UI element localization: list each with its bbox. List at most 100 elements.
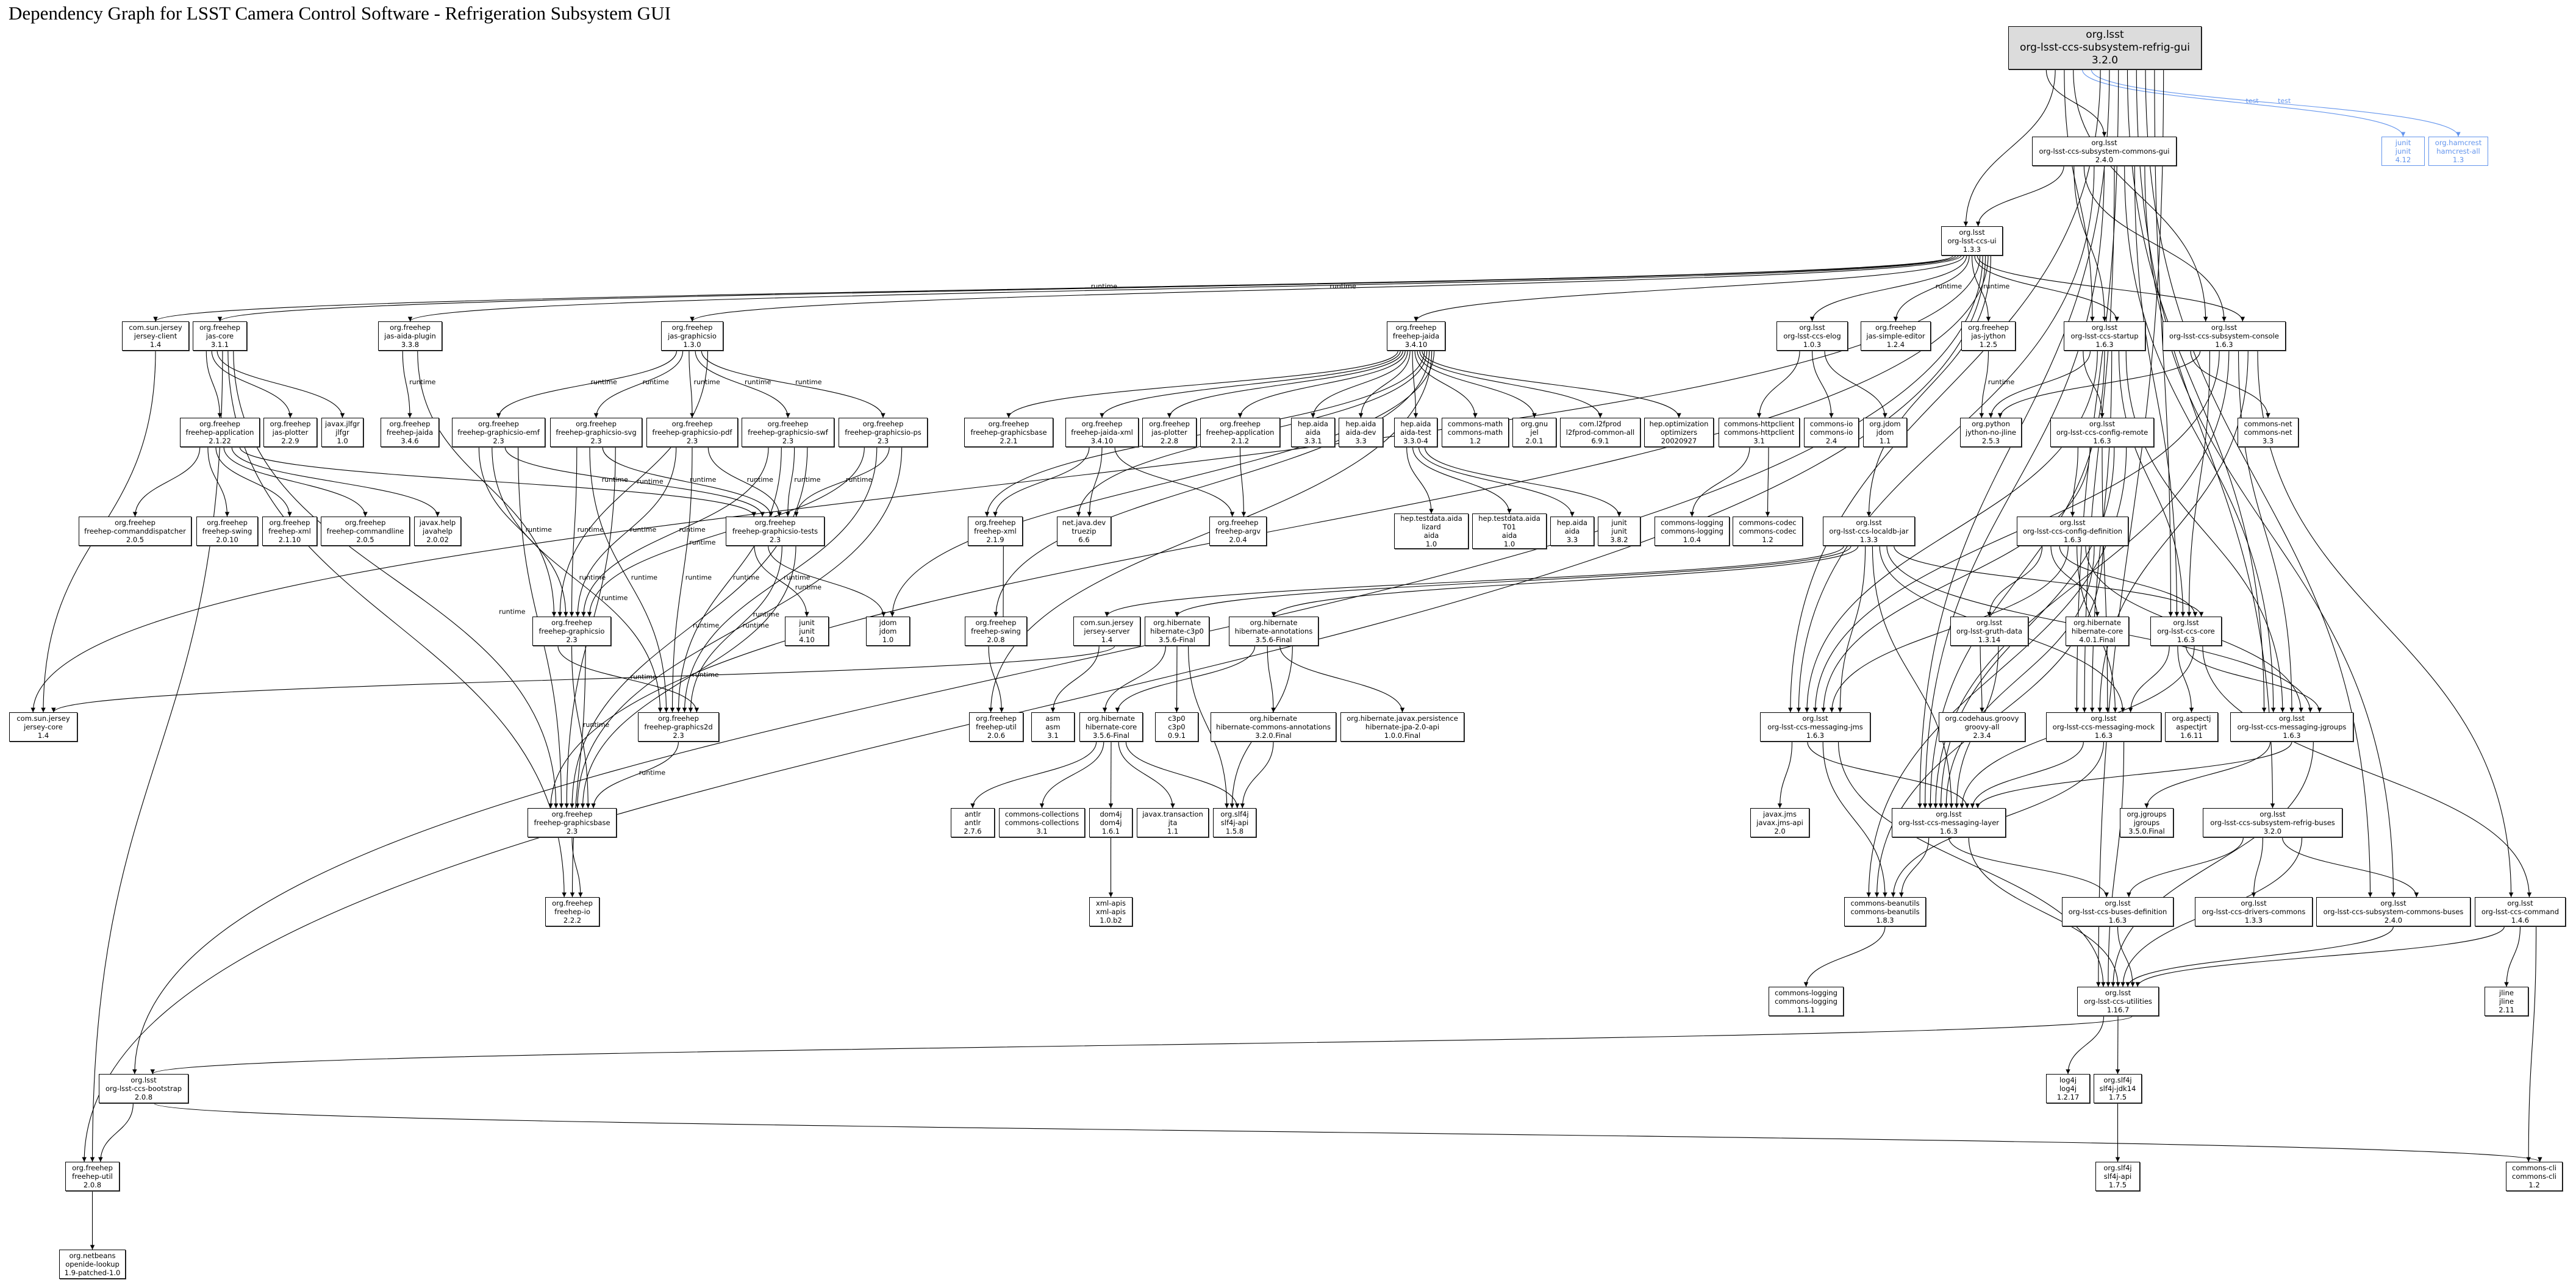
node-argv[interactable]: org.freehepfreehep-argv2.0.4 [1209,517,1267,546]
node-cremote[interactable]: org.lsstorg-lsst-ccs-config-remote1.6.3 [2050,418,2154,447]
node-gruth[interactable]: org.lsstorg-lsst-gruth-data1.3.14 [1950,617,2028,646]
node-hcore401[interactable]: org.hibernatehibernate-core4.0.1.Final [2066,617,2129,646]
node-swing2010[interactable]: org.freehepfreehep-swing2.0.10 [196,517,258,546]
node-jpa[interactable]: org.hibernate.javax.persistencehibernate… [1340,712,1464,742]
node-javaxjms[interactable]: javax.jmsjavax.jms-api2.0 [1750,808,1809,837]
node-jgroupsmsg[interactable]: org.lsstorg-lsst-ccs-messaging-jgroups1.… [2230,712,2353,742]
node-fio[interactable]: org.freehepfreehep-io2.2.2 [545,897,599,926]
node-junit382[interactable]: junitjunit3.8.2 [1598,517,1640,546]
node-g2d[interactable]: org.freehepfreehep-graphics2d2.3 [638,712,719,742]
node-jdom10[interactable]: jdomjdom1.0 [866,617,910,646]
node-cgui[interactable]: org.lsstorg-lsst-ccs-subsystem-commons-g… [2032,137,2177,166]
node-asm[interactable]: asmasm3.1 [1031,712,1075,742]
node-dom4j[interactable]: dom4jdom4j1.6.1 [1089,808,1132,837]
node-layer[interactable]: org.lsstorg-lsst-ccs-messaging-layer1.6.… [1892,808,2006,837]
node-util206[interactable]: org.freehepfreehep-util2.0.6 [969,712,1023,742]
node-cio[interactable]: commons-iocommons-io2.4 [1804,418,1859,447]
node-clog104[interactable]: commons-loggingcommons-logging1.0.4 [1655,517,1730,546]
node-truezip[interactable]: net.java.devtruezip6.6 [1057,517,1111,546]
node-aida33[interactable]: hep.aidaaida3.3 [1550,517,1594,546]
node-ccoll[interactable]: commons-collectionscommons-collections3.… [999,808,1085,837]
node-xml219[interactable]: org.freehepfreehep-xml2.1.9 [968,517,1023,546]
node-cdef[interactable]: org.lsstorg-lsst-ccs-config-definition1.… [2017,517,2128,546]
node-localdb[interactable]: org.lsstorg-lsst-ccs-localdb-jar1.3.3 [1823,517,1915,546]
node-t01[interactable]: hep.testdata.aidaT01aida1.0 [1472,513,1547,549]
node-gtests[interactable]: org.freehepfreehep-graphicsio-tests2.3 [726,517,825,546]
node-hc3p0[interactable]: org.hibernatehibernate-c3p03.5.6-Final [1145,617,1209,646]
node-jta[interactable]: javax.transactionjta1.1 [1137,808,1209,837]
node-antlr[interactable]: antlrantlr2.7.6 [951,808,995,837]
node-junit410[interactable]: junitjunit4.10 [785,617,829,646]
node-jdom11[interactable]: org.jdomjdom1.1 [1863,418,1907,447]
node-codec[interactable]: commons-codeccommons-codec1.2 [1733,517,1803,546]
node-root[interactable]: org.lsstorg-lsst-ccs-subsystem-refrig-gu… [2008,26,2202,70]
node-openide[interactable]: org.netbeansopenide-lookup1.9-patched-1.… [59,1250,126,1279]
node-startup[interactable]: org.lsstorg-lsst-ccs-startup1.6.3 [2064,321,2145,351]
node-beanutils[interactable]: commons-beanutilscommons-beanutils1.8.3 [1844,897,1926,926]
node-core[interactable]: org.lsstorg-lsst-ccs-core1.6.3 [2150,617,2222,646]
node-hann[interactable]: org.hibernatehibernate-annotations3.5.6-… [1229,617,1318,646]
node-command[interactable]: org.lsstorg-lsst-ccs-command1.4.6 [2475,897,2566,926]
node-jythonnj[interactable]: org.pythonjython-no-jline2.5.3 [1960,418,2022,447]
node-xmlapis[interactable]: xml-apisxml-apis1.0.b2 [1089,897,1132,926]
node-jgroups[interactable]: org.jgroupsjgroups3.5.0.Final [2120,808,2174,837]
node-rbuses[interactable]: org.lsstorg-lsst-ccs-subsystem-refrig-bu… [2203,808,2342,837]
node-jerseycore[interactable]: com.sun.jerseyjersey-core1.4 [9,712,77,742]
node-simpleeditor[interactable]: org.freehepjas-simple-editor1.2.4 [1861,321,1931,351]
node-swf[interactable]: org.freehepfreehep-graphicsio-swf2.3 [742,418,834,447]
node-gio[interactable]: org.freehepfreehep-graphicsio2.3 [532,617,611,646]
node-optim[interactable]: hep.optimizationoptimizers20020927 [1644,418,1714,447]
node-jaida346[interactable]: org.freehepfreehep-jaida3.4.6 [381,418,439,447]
node-console[interactable]: org.lsstorg-lsst-ccs-subsystem-console1.… [2163,321,2286,351]
node-groovy[interactable]: org.codehaus.groovygroovy-all2.3.4 [1939,712,2025,742]
node-jascore[interactable]: org.freehepjas-core3.1.1 [193,321,247,351]
node-jasjython[interactable]: org.freehepjas-jython1.2.5 [1961,321,2016,351]
node-jms[interactable]: org.lsstorg-lsst-ccs-messaging-jms1.6.3 [1760,712,1870,742]
node-mock[interactable]: org.lsstorg-lsst-ccs-messaging-mock1.6.3 [2046,712,2161,742]
node-app212[interactable]: org.freehepfreehep-application2.1.2 [1200,418,1280,447]
node-httpclient[interactable]: commons-httpclientcommons-httpclient3.1 [1719,418,1800,447]
node-jlfgr[interactable]: javax.jlfgrjlfgr1.0 [321,418,363,447]
node-swing208[interactable]: org.freehepfreehep-swing2.0.8 [965,617,1027,646]
node-slf175[interactable]: org.slf4jslf4j-api1.7.5 [2095,1162,2140,1191]
node-hamcrest[interactable]: org.hamcresthamcrest-all1.3 [2428,137,2488,166]
node-aidatest[interactable]: hep.aidaaida-test3.3.0-4 [1394,418,1437,447]
node-jasplotter229[interactable]: org.freehepjas-plotter2.2.9 [263,418,317,447]
node-jasplotter228[interactable]: org.freehepjas-plotter2.2.8 [1142,418,1197,447]
node-gbase23[interactable]: org.freehepfreehep-graphicsbase2.3 [528,808,617,837]
node-cmath[interactable]: commons-mathcommons-math1.2 [1442,418,1509,447]
node-scbuses[interactable]: org.lsstorg-lsst-ccs-subsystem-commons-b… [2316,897,2470,926]
node-cmdline[interactable]: org.freehepfreehep-commandline2.0.5 [321,517,410,546]
node-svg[interactable]: org.freehepfreehep-graphicsio-svg2.3 [550,418,642,447]
node-ui[interactable]: org.lsstorg-lsst-ccs-ui1.3.3 [1941,226,2003,256]
node-c3p0[interactable]: c3p0c3p00.9.1 [1155,712,1198,742]
node-gbase221[interactable]: org.freehepfreehep-graphicsbase2.2.1 [964,418,1053,447]
node-bootstrap[interactable]: org.lsstorg-lsst-ccs-bootstrap2.0.8 [99,1074,188,1103]
node-slf158[interactable]: org.slf4jslf4j-api1.5.8 [1213,808,1256,837]
node-cli[interactable]: commons-clicommons-cli1.2 [2506,1162,2563,1191]
node-pdf[interactable]: org.freehepfreehep-graphicsio-pdf2.3 [646,418,738,447]
node-aida331[interactable]: hep.aidaaida3.3.1 [1291,418,1335,447]
node-jerseyserver[interactable]: com.sun.jerseyjersey-server1.4 [1073,617,1140,646]
node-jerseyclient[interactable]: com.sun.jerseyjersey-client1.4 [122,321,189,351]
node-aidadev[interactable]: hep.aidaaida-dev3.3 [1339,418,1383,447]
node-jaida3410[interactable]: org.freehepfreehep-jaida3.4.10 [1387,321,1445,351]
node-l2f[interactable]: com.l2fprodl2fprod-common-all6.9.1 [1560,418,1640,447]
node-clog111[interactable]: commons-loggingcommons-logging1.1.1 [1769,987,1844,1016]
node-hcann[interactable]: org.hibernatehibernate-commons-annotatio… [1211,712,1336,742]
node-jaidaxml[interactable]: org.freehepfreehep-jaida-xml3.4.10 [1065,418,1139,447]
node-ps[interactable]: org.freehepfreehep-graphicsio-ps2.3 [839,418,928,447]
node-cnet[interactable]: commons-netcommons-net3.3 [2238,418,2299,447]
node-slfjdk[interactable]: org.slf4jslf4j-jdk141.7.5 [2094,1074,2142,1103]
node-app2122[interactable]: org.freehepfreehep-application2.1.22 [180,418,260,447]
node-xml2110[interactable]: org.freehepfreehep-xml2.1.10 [262,517,317,546]
node-busdef[interactable]: org.lsstorg-lsst-ccs-buses-definition1.6… [2062,897,2174,926]
node-futil208[interactable]: org.freehepfreehep-util2.0.8 [65,1162,120,1191]
node-aspectj[interactable]: org.aspectjaspectjrt1.6.11 [2165,712,2218,742]
node-emf[interactable]: org.freehepfreehep-graphicsio-emf2.3 [452,418,545,447]
node-drivers[interactable]: org.lsstorg-lsst-ccs-drivers-commons1.3.… [2195,897,2313,926]
node-junit412[interactable]: junitjunit4.12 [2381,137,2425,166]
node-jel[interactable]: org.gnujel2.0.1 [1512,418,1556,447]
node-hcore356[interactable]: org.hibernatehibernate-core3.5.6-Final [1079,712,1143,742]
node-log4j[interactable]: log4jlog4j1.2.17 [2046,1074,2090,1103]
